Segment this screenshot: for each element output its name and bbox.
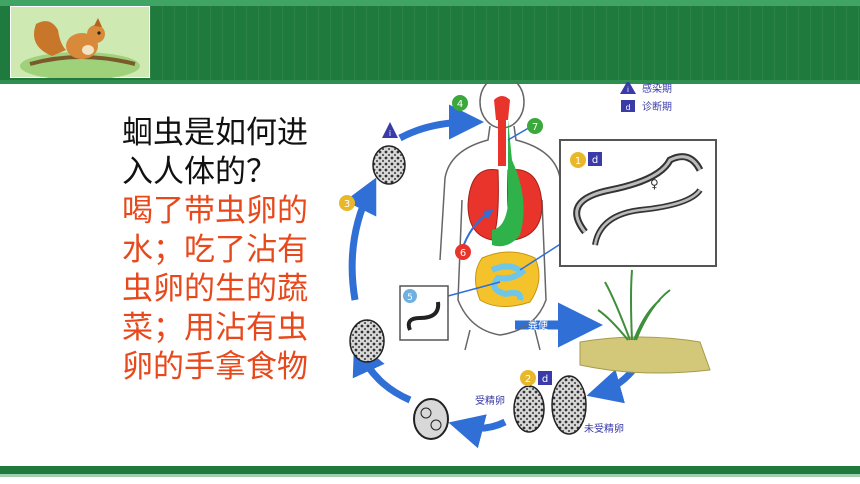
infective-stage-icon — [620, 82, 636, 94]
left-lung — [467, 168, 499, 241]
stage-marker-1: 1 — [575, 156, 581, 167]
svg-text:d: d — [542, 374, 548, 385]
embryonated-egg-top — [372, 145, 406, 185]
unfertilized-egg — [551, 375, 587, 435]
stage-marker-2: 2 d — [520, 370, 552, 386]
squirrel-logo — [10, 6, 150, 78]
header-top-stripe — [0, 0, 860, 6]
esophagus-stomach — [492, 120, 524, 247]
diagnostic-mark-1: d — [592, 155, 598, 166]
answer-line-4: 菜；用沾有虫 — [122, 310, 308, 346]
cycle-arrow-top — [398, 104, 484, 142]
adult-worm-panel: ♀ 1 d — [559, 139, 717, 267]
cycle-arrow-left — [344, 177, 377, 301]
question-line-2: 入人体的？ — [122, 154, 277, 190]
answer-line-2: 水；吃了沾有 — [122, 232, 308, 268]
svg-text:7: 7 — [532, 122, 538, 133]
infective-marker-top: i — [382, 122, 398, 138]
fertilized-egg — [513, 385, 545, 433]
footer-rule — [0, 474, 860, 477]
pharynx — [494, 96, 510, 120]
svg-text:d: d — [625, 103, 630, 112]
legend-diagnostic-label: 诊断期 — [642, 100, 672, 113]
soil-with-plant — [579, 269, 711, 374]
answer-line-1: 喝了带虫卵的 — [122, 193, 308, 229]
svg-text:i: i — [389, 129, 391, 138]
embryonated-egg-left — [349, 319, 385, 363]
answer-line-3: 虫卵的生的蔬 — [122, 271, 308, 307]
legend-infective-label: 感染期 — [642, 82, 672, 95]
footer-bar — [0, 466, 860, 474]
legend: i 感染期 d 诊断期 — [620, 82, 672, 113]
feces-label: 粪便 — [528, 319, 548, 332]
header-banner — [0, 0, 860, 84]
larva-panel: 5 — [399, 285, 449, 341]
stage-marker-4: 4 — [452, 95, 468, 111]
question-line-1: 蛔虫是如何进 — [122, 115, 308, 151]
unfertilized-egg-label: 未受精卵 — [584, 422, 624, 435]
pointer-5 — [447, 281, 501, 297]
svg-text:3: 3 — [344, 199, 350, 210]
diagnostic-stage-icon — [621, 100, 635, 112]
larva — [406, 301, 441, 331]
stage-marker-6: 6 — [455, 244, 471, 260]
stage-marker-3: 3 — [339, 195, 355, 211]
svg-text:4: 4 — [457, 99, 463, 110]
fertilized-egg-early — [413, 398, 449, 440]
trachea — [498, 118, 506, 166]
stage-marker-7: 7 — [527, 118, 543, 134]
question-text: 蛔虫是如何进 入人体的？ — [122, 114, 332, 192]
svg-text:2: 2 — [525, 374, 531, 385]
header-rule — [0, 80, 860, 84]
header-pattern — [150, 6, 860, 80]
small-intestine — [490, 263, 527, 301]
female-symbol: ♀ — [650, 177, 659, 191]
fertilized-egg-label: 受精卵 — [475, 394, 505, 407]
svg-text:6: 6 — [460, 248, 466, 259]
cycle-arrow-bottom — [448, 414, 507, 449]
roundworm-life-cycle-diagram: 4 7 3 6 i i 感染期 d 诊断期 ♀ 1 d — [339, 82, 717, 449]
answer-text: 喝了带虫卵的 水；吃了沾有 虫卵的生的蔬 菜；用沾有虫 卵的手拿食物 — [122, 192, 332, 387]
answer-line-5: 卵的手拿食物 — [122, 349, 308, 385]
stage-marker-5: 5 — [407, 293, 413, 303]
svg-text:i: i — [627, 86, 629, 94]
